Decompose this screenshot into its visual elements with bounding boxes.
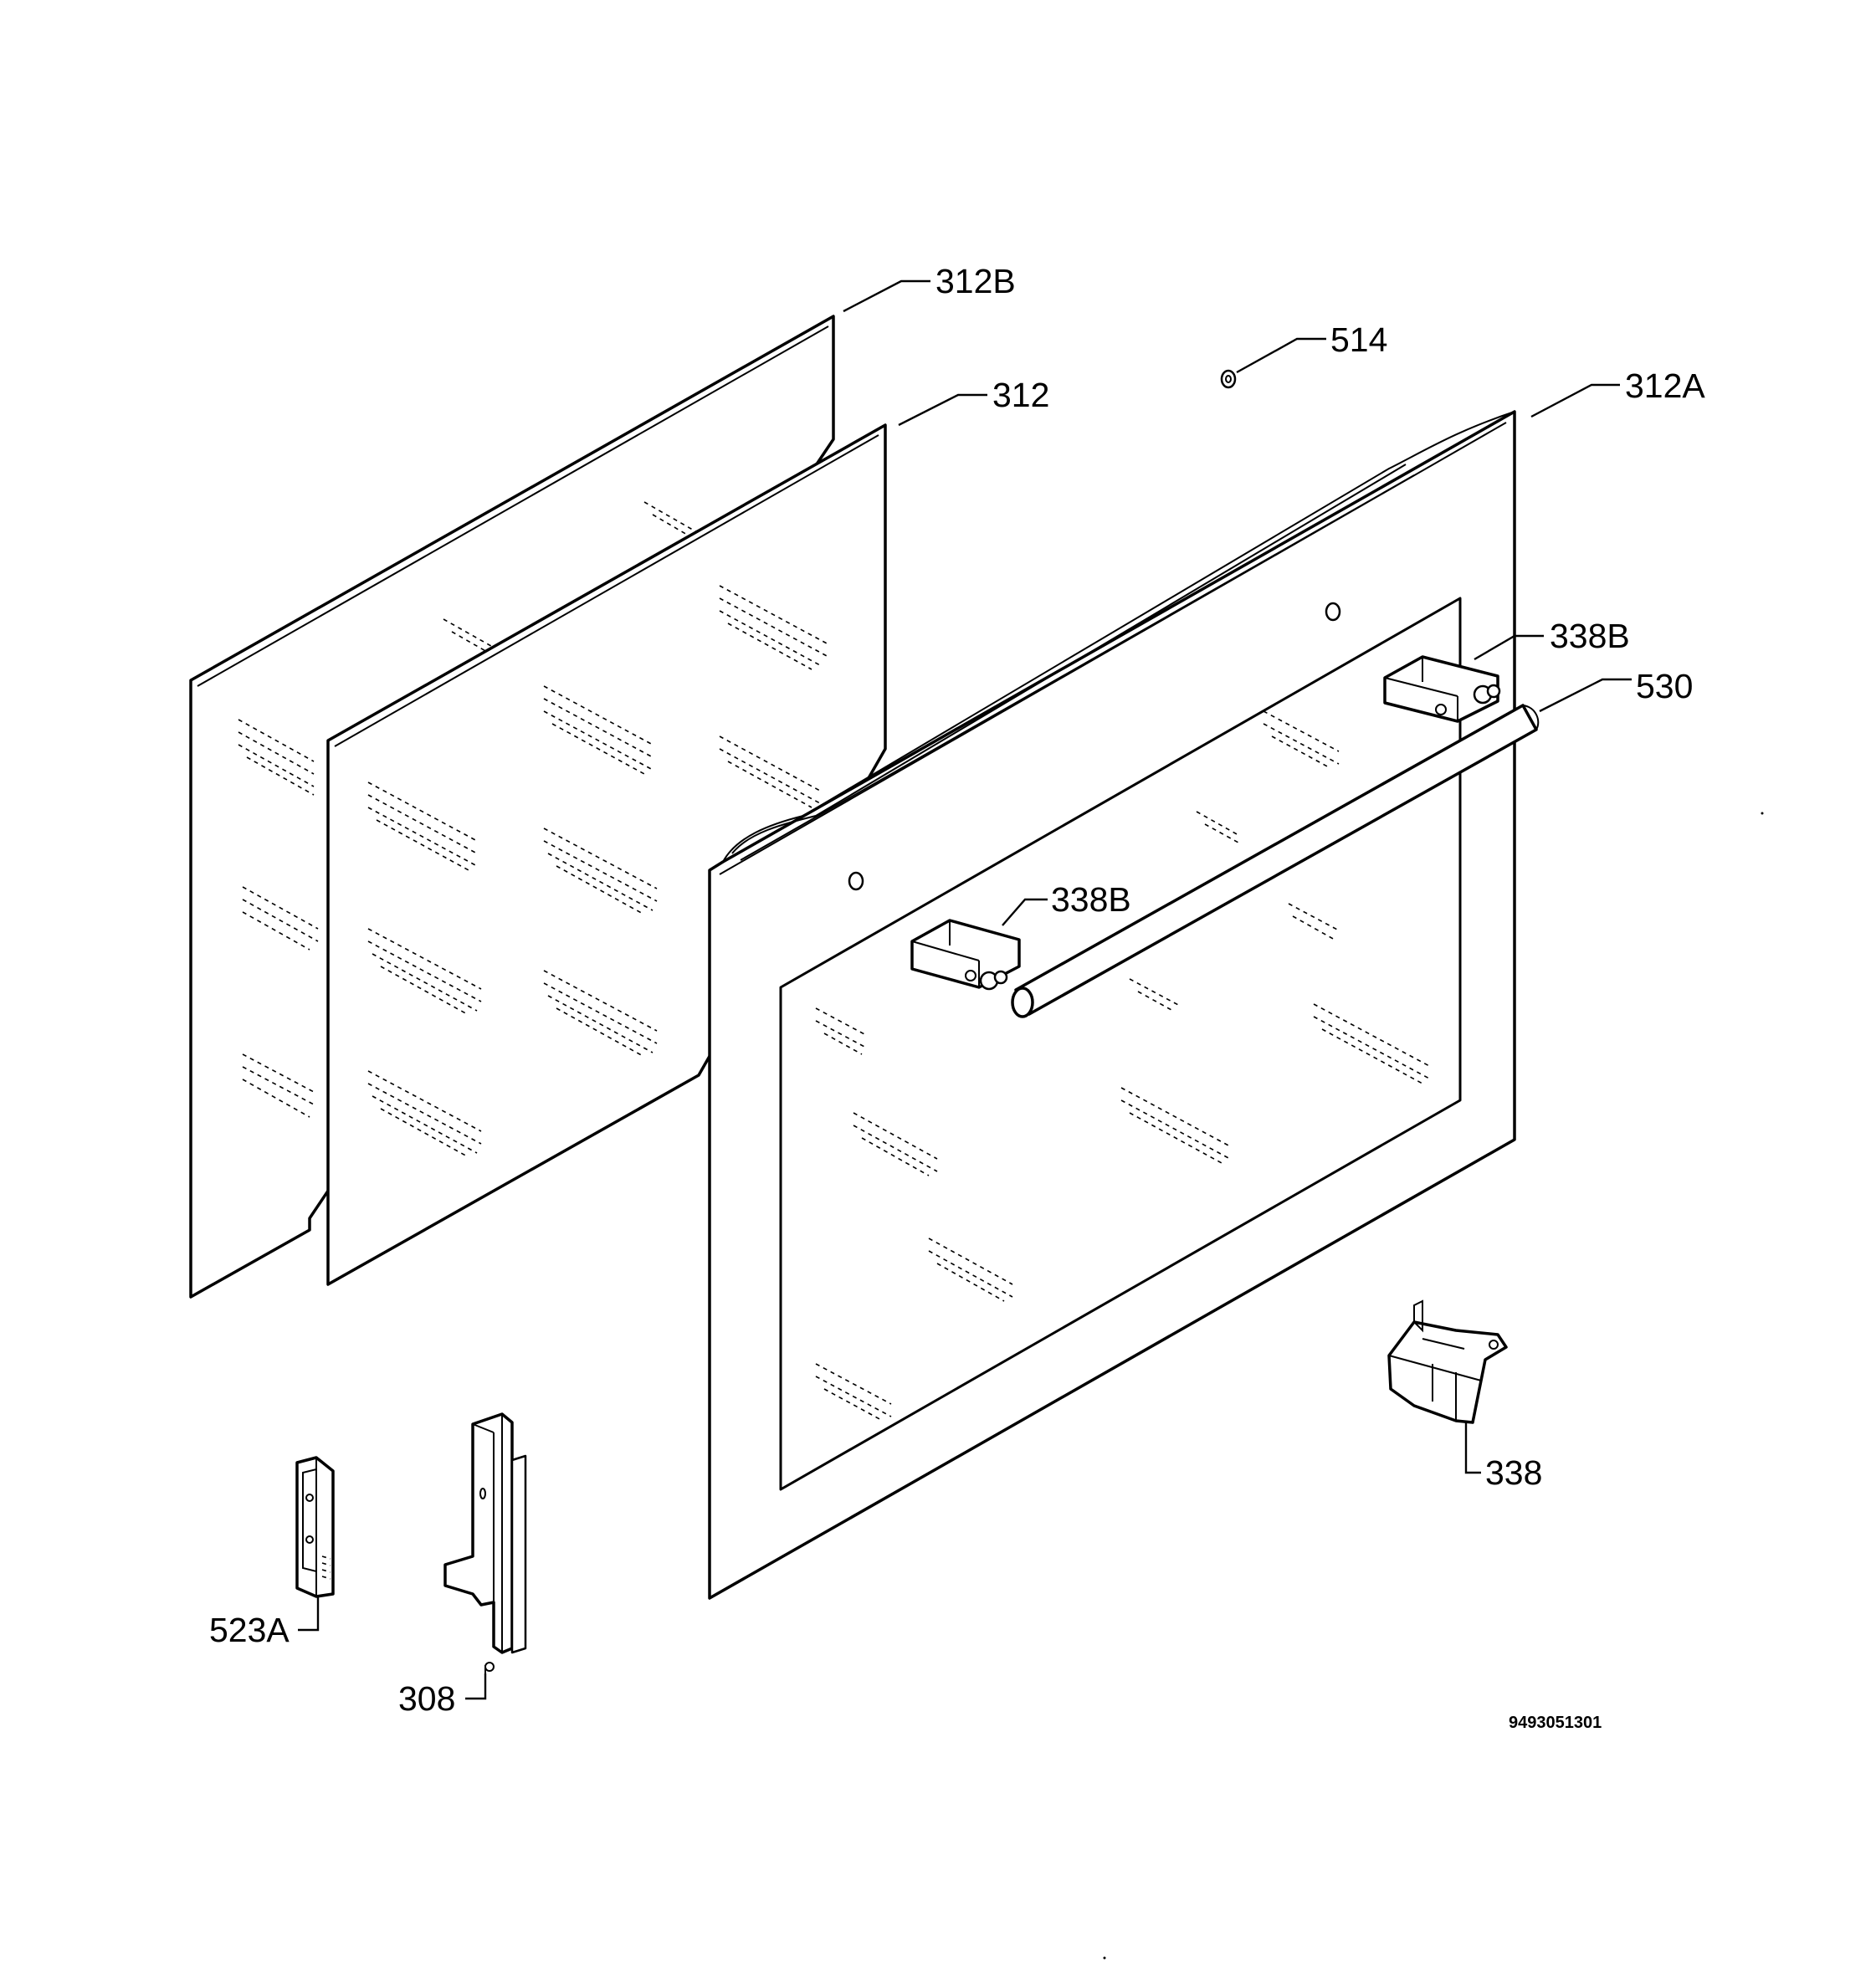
leader-523a (298, 1596, 320, 1632)
label-312a: 312A (1625, 366, 1705, 405)
callout-labels: 312B 312 514 312A 338B 530 338B 338 523A… (209, 262, 1705, 1732)
handle-bracket-338b-upper (1383, 655, 1501, 723)
label-338: 338 (1485, 1453, 1542, 1492)
leader-312b (843, 279, 930, 313)
label-523a: 523A (209, 1611, 290, 1649)
label-338b-upper: 338B (1550, 617, 1630, 655)
label-312: 312 (992, 376, 1049, 414)
hinge-cover-523a (295, 1456, 335, 1598)
scan-speck (1103, 1956, 1106, 1960)
handle-bar-530 (1011, 704, 1540, 1018)
leader-308 (465, 1673, 487, 1700)
label-514: 514 (1330, 320, 1387, 359)
label-338b-lower: 338B (1051, 880, 1131, 919)
scan-speck (1761, 812, 1764, 815)
leader-530 (1539, 678, 1632, 713)
leader-338b-lower (1002, 898, 1048, 926)
leader-lines (298, 279, 1632, 1700)
document-number: 9493051301 (1509, 1714, 1602, 1732)
leader-312a (1530, 383, 1620, 418)
leader-338 (1464, 1422, 1481, 1474)
label-530: 530 (1636, 667, 1693, 705)
screw-514 (1220, 369, 1237, 389)
hinge-308 (443, 1412, 527, 1673)
label-312b: 312B (935, 262, 1016, 300)
leader-514 (1236, 337, 1326, 374)
leader-312 (898, 393, 987, 427)
outer-door-glass-312a (708, 410, 1516, 1600)
latch-338 (1387, 1299, 1508, 1424)
leader-338b-upper (1474, 634, 1544, 661)
handle-bracket-338b-lower (910, 919, 1021, 991)
label-308: 308 (398, 1679, 455, 1718)
